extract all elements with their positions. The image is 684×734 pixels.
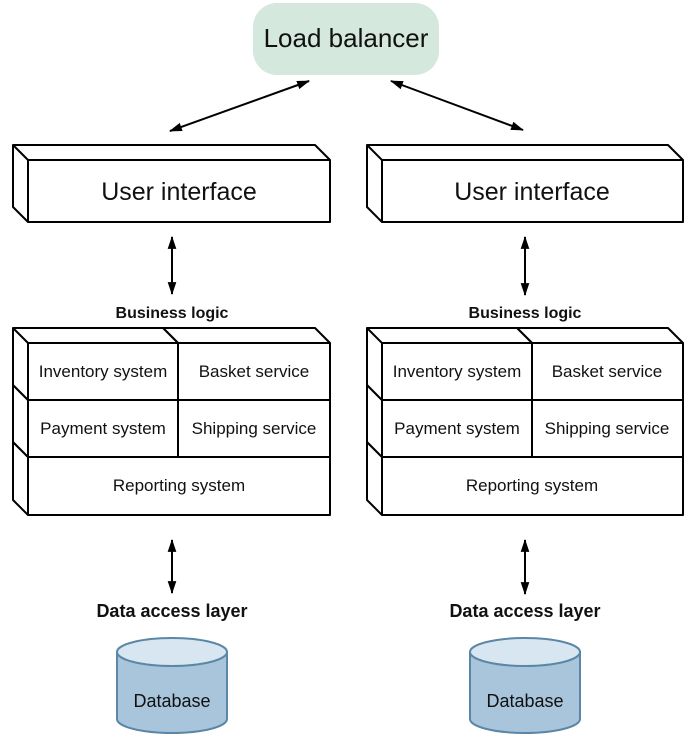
data-access-node-left: Data access layer Database [96,601,248,734]
business-logic-node-right: Business logic Inventory system Basket s… [366,305,684,516]
database-cylinder-body [116,651,228,734]
edge-lb-to-ui-left [168,80,311,132]
data-access-label: Data access layer [449,601,600,621]
ui-box-shape [366,144,684,223]
load-balancer-shape [253,3,439,75]
database-cylinder-top [469,637,581,667]
shipping-label: Shipping service [545,419,670,438]
ui-node-right: User interface [366,144,684,223]
basket-label: Basket service [199,362,310,381]
column-left: User interface Business logic Inventory … [12,144,331,734]
ui-box-inner-edges [366,144,683,222]
column-right: User interface Business logic Inventory … [366,144,684,734]
database-cylinder-top [116,637,228,667]
business-logic-label: Business logic [469,305,582,322]
business-logic-label: Business logic [116,305,229,322]
shipping-label: Shipping service [192,419,317,438]
inventory-box-inner-edges [12,327,178,400]
business-logic-node-left: Business logic Inventory system Basket s… [12,305,331,516]
ui-node-left: User interface [12,144,331,223]
data-access-label: Data access layer [96,601,247,621]
inventory-box-inner-edges [366,327,532,400]
payment-label: Payment system [394,419,520,438]
ui-box-shape [12,144,331,223]
inventory-box-shape [12,327,179,401]
payment-label: Payment system [40,419,166,438]
database-label: Database [486,691,563,711]
ui-box-inner-edges [12,144,330,222]
load-balancer-label: Load balancer [264,23,429,53]
reporting-label: Reporting system [113,476,245,495]
data-access-node-right: Data access layer Database [449,601,601,734]
database-label: Database [133,691,210,711]
inventory-label: Inventory system [39,362,168,381]
edge-lb-to-ui-right [389,80,525,131]
ui-label: User interface [101,178,257,206]
load-balancer-node: Load balancer [253,3,439,75]
ui-label: User interface [454,178,610,206]
basket-label: Basket service [552,362,663,381]
database-cylinder-body [469,651,581,734]
inventory-box-shape [366,327,533,401]
inventory-label: Inventory system [393,362,522,381]
reporting-label: Reporting system [466,476,598,495]
